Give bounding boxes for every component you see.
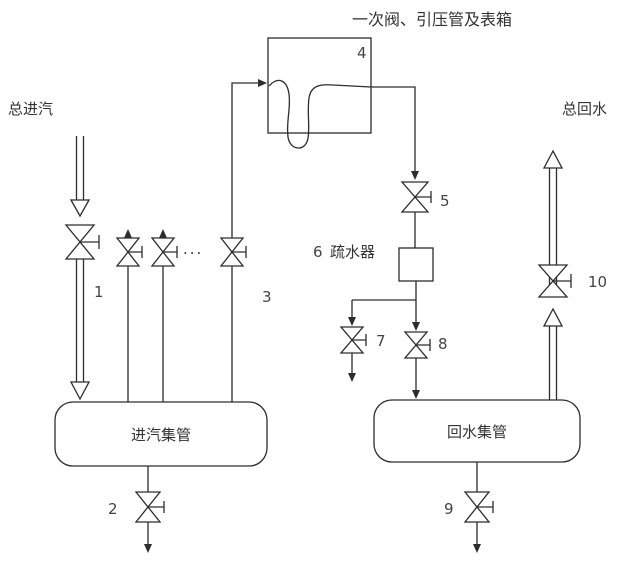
arrow-inlet-down-upper (69, 199, 91, 218)
diagram-title: 一次阀、引压管及表箱 (352, 10, 513, 29)
arrow-riser-a-up (124, 229, 132, 238)
steam-header-box (54, 401, 268, 467)
valve-branch-a (115, 237, 143, 267)
label-1: 1 (94, 283, 104, 301)
arrow-above-valve8 (412, 322, 420, 331)
valve-10 (537, 264, 572, 298)
valve-9 (463, 491, 494, 523)
label-trap: 疏水器 (330, 243, 376, 261)
label-8: 8 (438, 335, 448, 353)
label-9: 9 (444, 500, 454, 518)
valve-1 (64, 224, 100, 260)
label-return-header: 回水集管 (446, 422, 507, 441)
valve-3 (219, 237, 247, 267)
arrow-into-return-header (412, 390, 420, 399)
valve-2 (134, 491, 165, 523)
riser-3-upper (231, 82, 258, 238)
label-10: 10 (588, 273, 608, 291)
arrow-inlet-down-lower (69, 381, 91, 401)
valve-8 (403, 331, 431, 359)
arrow-above-valve5 (411, 171, 419, 180)
valve-branch-b (150, 237, 178, 267)
arrow-riser-b-up (159, 229, 167, 238)
valve-7 (339, 326, 367, 354)
hollow-flow-arrows (69, 149, 564, 401)
label-3: 3 (262, 288, 272, 306)
label-6: 6 (313, 243, 323, 261)
label-5: 5 (440, 192, 450, 210)
steam-inlet-pipe (75, 136, 85, 382)
arrow-into-gauge-box (258, 79, 267, 87)
label-dots: ... (183, 240, 204, 258)
label-steam-header: 进汽集管 (130, 425, 191, 444)
line-box-to-valve5 (371, 86, 416, 171)
label-7: 7 (376, 332, 386, 350)
flow-arrows (124, 79, 481, 553)
arrow-valve9-drain (473, 544, 481, 553)
arrow-return-up-lower (542, 307, 564, 327)
steam-trap-box (398, 247, 434, 282)
arrow-valve2-drain (144, 544, 152, 553)
arrow-valve7-drain (348, 373, 356, 382)
arrow-return-up-upper (542, 149, 564, 169)
label-4: 4 (357, 44, 367, 62)
siphon-tube (268, 79, 372, 149)
valve-5 (400, 181, 432, 213)
label-return-water: 总回水 (562, 100, 608, 118)
arrow-above-valve7 (348, 317, 356, 326)
label-steam-inlet: 总进汽 (8, 100, 54, 118)
label-2: 2 (108, 500, 118, 518)
gauge-box (267, 37, 372, 134)
